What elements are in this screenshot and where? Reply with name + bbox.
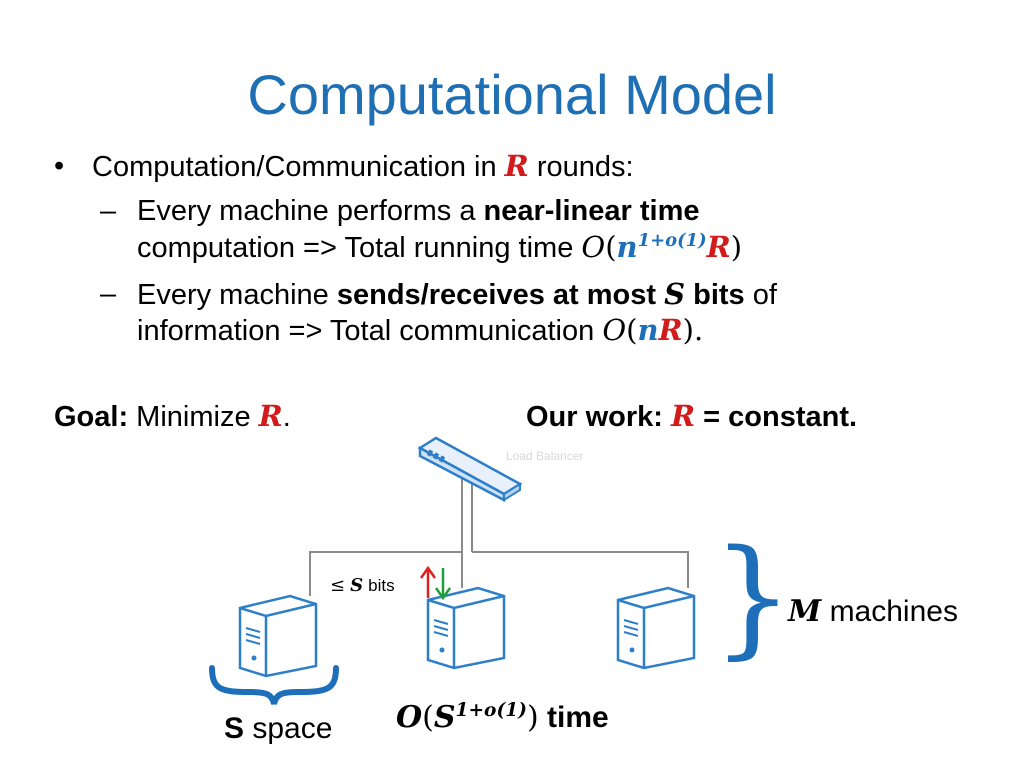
goal-label: Goal: [54,401,129,433]
server-icon [616,586,696,670]
var-s: S [433,700,456,735]
bullet-text-suffix: rounds: [528,151,634,183]
text: Every machine performs a [137,195,484,227]
bullet-computation: Computation/Communication in R rounds: [92,148,634,185]
our-work-label: Our work: [526,401,672,433]
sub-bullet-communication-line1: Every machine sends/receives at most S b… [137,276,777,313]
goal-line: Goal: Minimize R. [54,399,291,433]
var-r: R [706,230,731,264]
var-r: R [671,399,696,433]
bits-word: bits [368,576,395,595]
arrow-up-icon [419,565,437,598]
big-o: O [581,230,606,264]
our-work-line: Our work: R = constant. [526,398,857,435]
brace-right-icon: } [712,523,794,672]
our-work-text: = constant. [695,401,858,433]
text: computation => Total running time [137,232,582,264]
text: of [744,279,777,311]
bold-text: near-linear time [483,195,700,227]
sub-bullet-communication-line2: information => Total communication O(nR)… [137,313,704,347]
bullet-dot: • [54,150,65,182]
bits-label: ≤ S bits [330,575,395,596]
dash: – [100,278,117,310]
var-n: n [637,313,659,347]
load-balancer-label: Load Balancer [506,449,583,463]
var-s: S [350,575,364,596]
big-o: O [396,700,423,735]
sub-bullet-computation-line1: Every machine performs a near-linear tim… [137,193,700,229]
brace-bottom-icon [209,665,339,705]
var-n: n [616,230,638,264]
bold-text: bits [685,279,745,311]
var-s: S [664,277,686,311]
big-o: O [602,313,627,347]
text: information => Total communication [137,315,603,347]
time-word: time [547,701,609,734]
exponent: 1+o(1) [455,699,527,721]
server-icon [238,594,318,678]
network-wires [309,478,689,596]
bold-text: sends/receives at most [336,279,665,311]
goal-text: Minimize [128,401,259,433]
server-icon [426,586,506,670]
var-r: R [258,399,283,433]
var-r: R [658,313,683,347]
sub-bullet-computation-line2: computation => Total running time O(n1+o… [137,230,743,264]
var-s: S [224,712,245,745]
bullet-text-prefix: Computation/Communication in [92,151,505,183]
machines-word: machines [829,595,958,628]
slide-title: Computational Model [247,63,777,126]
text: Every machine [137,279,337,311]
le-symbol: ≤ [330,575,346,596]
time-label: O(S1+o(1)) time [396,699,609,735]
space-label: S space [224,712,332,746]
exponent: 1+o(1) [637,230,707,252]
machines-label: M machines [788,594,958,629]
var-m: M [788,594,822,629]
arrow-down-icon [434,568,452,601]
dash: – [100,195,117,227]
space-word: space [252,712,333,745]
var-r: R [504,149,529,183]
load-balancer-icon [417,436,523,503]
